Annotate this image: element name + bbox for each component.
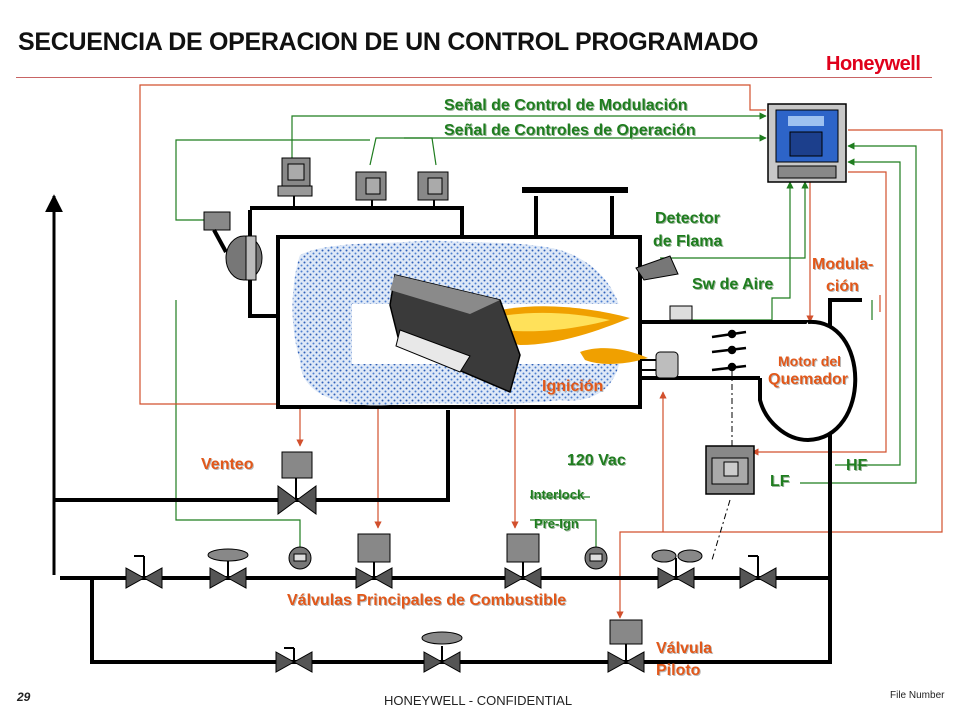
burner-motor-label-2: Quemador	[768, 371, 849, 388]
regulator-diaphragm	[207, 548, 249, 562]
main-valves-label: Válvulas Principales de Combustible	[287, 592, 567, 609]
low-fire-label: LF	[770, 473, 790, 490]
flame-core	[490, 312, 610, 332]
flame-detector-label-2: de Flama	[653, 233, 723, 250]
pilot-valve-label-1: Válvula	[656, 640, 713, 657]
burner-motor-label-1: Motor del	[778, 353, 841, 369]
butterfly-actuator-right	[677, 549, 703, 563]
air-switch-label: Sw de Aire	[692, 276, 774, 293]
modulation-label-1: Modula-	[812, 256, 874, 273]
main-valve-1-actuator	[357, 533, 391, 563]
burner-grille	[395, 329, 471, 373]
mechanical-link-2	[711, 499, 731, 561]
slide-title: SECUENCIA DE OPERACION DE UN CONTROL PRO…	[18, 28, 759, 56]
vent-valve-actuator	[281, 451, 313, 479]
supply-voltage-label: 120 Vac	[567, 452, 626, 469]
burner-head-top	[390, 275, 500, 314]
operation-signal-label: Señal de Controles de Operación	[444, 122, 696, 139]
motor-starter-contacts	[711, 329, 747, 372]
title-rule	[16, 77, 932, 78]
high-fire-label: HF	[846, 457, 868, 474]
confidential-footer: HONEYWELL - CONFIDENTIAL	[384, 693, 573, 708]
fuel-valves	[125, 451, 777, 673]
pilot-valve-label-2: Piloto	[656, 662, 701, 679]
modulating-motor	[705, 445, 755, 495]
file-number: File Number	[890, 690, 945, 701]
operating-controls	[277, 157, 449, 208]
pilot-valve-actuator	[609, 619, 643, 645]
ignition-label: Ignición	[542, 378, 604, 395]
honeywell-logo: Honeywell	[826, 53, 921, 75]
pilot-flame	[580, 348, 648, 364]
flame-detector-label-1: Detector	[655, 210, 720, 227]
interlock-label: Interlock	[530, 487, 585, 502]
burner-motor-housing	[758, 319, 858, 443]
page-number: 29	[17, 690, 31, 704]
main-valve-2-actuator	[506, 533, 540, 563]
modulation-label-2: ción	[826, 278, 859, 295]
green-signal-wires	[175, 112, 917, 550]
air-switch-device	[669, 305, 693, 321]
flame-safeguard-controller	[767, 103, 847, 183]
pilot-regulator-diaphragm	[421, 631, 463, 645]
butterfly-actuator-left	[651, 549, 677, 563]
gas-regulator	[203, 211, 263, 281]
ignition-transformer	[640, 351, 679, 379]
fuel-piping	[45, 187, 862, 664]
pre-ign-label: Pre-Ign	[534, 516, 579, 531]
vent-label: Venteo	[201, 456, 254, 473]
flame-detector-device	[635, 255, 679, 281]
modulation-signal-label: Señal de Control de Modulación	[444, 97, 688, 114]
